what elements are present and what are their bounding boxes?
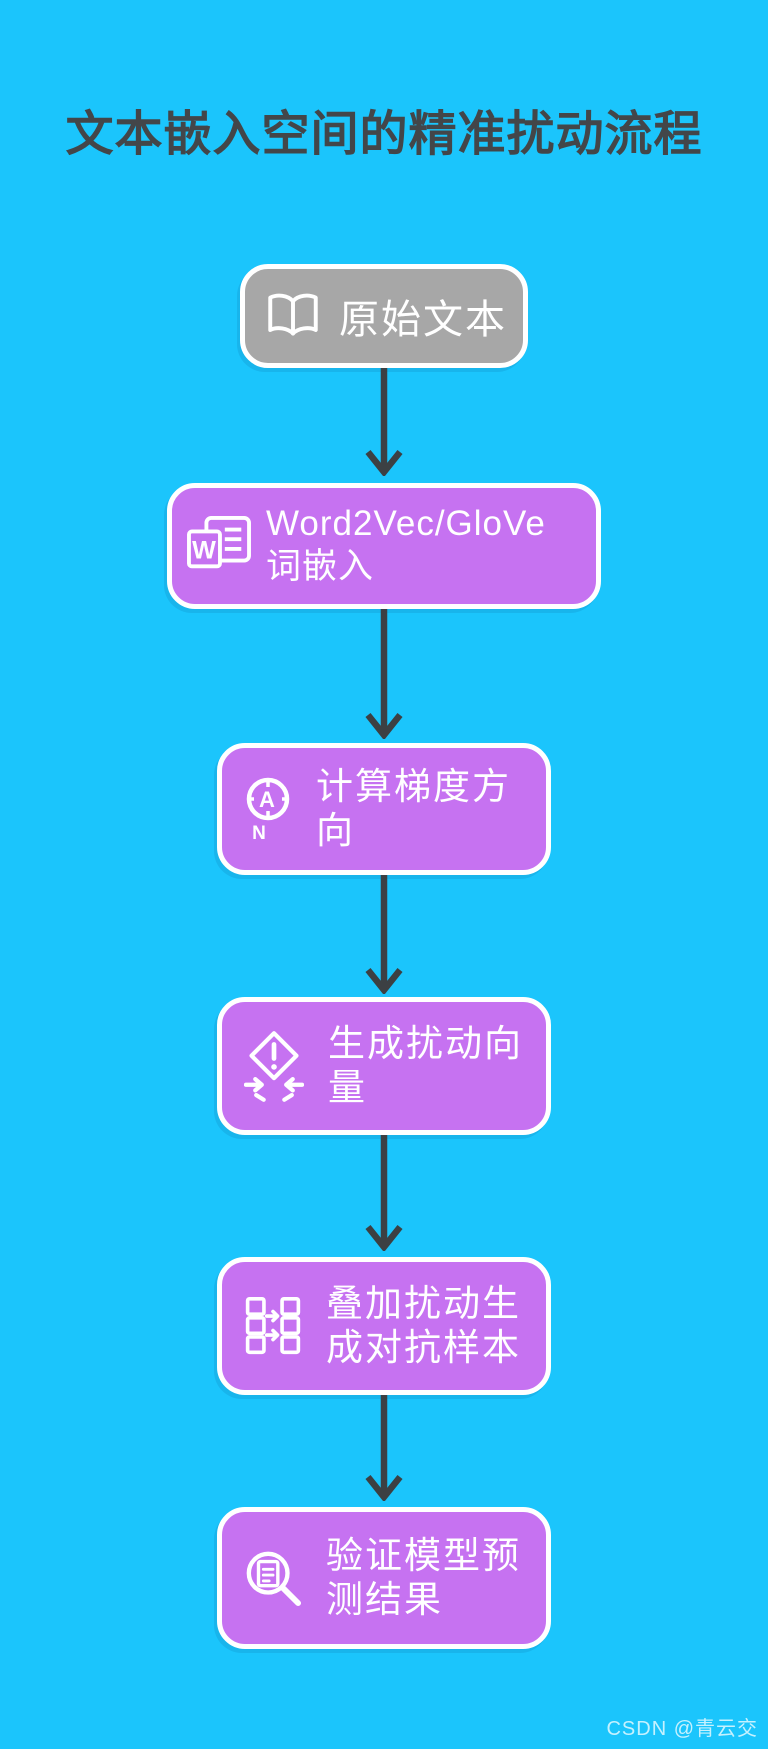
page-title: 文本嵌入空间的精准扰动流程	[65, 108, 703, 161]
flow-node-label: 原始文本	[339, 298, 507, 342]
open-book-icon	[268, 293, 318, 336]
flow-node-word-embedding: W Word2Vec/GloVe 词嵌入	[167, 483, 601, 609]
flow-node-label: 计算梯度方向	[316, 765, 511, 851]
flow-arrow	[365, 609, 403, 739]
flow-arrow	[365, 1135, 403, 1251]
flow-node-adversarial-sample: 叠加扰动生成对抗样本	[217, 1257, 551, 1395]
flow-node-perturbation-vector: 生成扰动向量	[217, 997, 551, 1135]
flow-node-verify-prediction: 验证模型预测结果	[217, 1507, 551, 1649]
flow-node-label: 生成扰动向量	[328, 1022, 523, 1108]
flow-arrow	[365, 1395, 403, 1501]
flow-arrow	[365, 875, 403, 994]
warning-diamond-icon	[244, 1031, 304, 1102]
columns-transfer-icon	[245, 1297, 301, 1355]
flow-arrow	[365, 368, 403, 476]
flow-node-gradient-direction: A N 计算梯度方向	[217, 743, 551, 875]
watermark: CSDN @青云交	[606, 1718, 758, 1740]
flow-node-original-text: 原始文本	[240, 264, 528, 368]
flow-node-label: 叠加扰动生成对抗样本	[326, 1282, 521, 1368]
magnifier-document-icon	[246, 1551, 302, 1607]
compass-icon-letter-a: A	[259, 787, 277, 812]
word-icon-letter: W	[192, 537, 217, 565]
compass-icon-letter-n: N	[252, 823, 268, 841]
word-document-icon: W	[187, 515, 251, 569]
flow-node-label: 验证模型预测结果	[326, 1534, 521, 1620]
flow-node-label: Word2Vec/GloVe 词嵌入	[266, 504, 546, 586]
compass-icon: A N	[246, 777, 290, 841]
